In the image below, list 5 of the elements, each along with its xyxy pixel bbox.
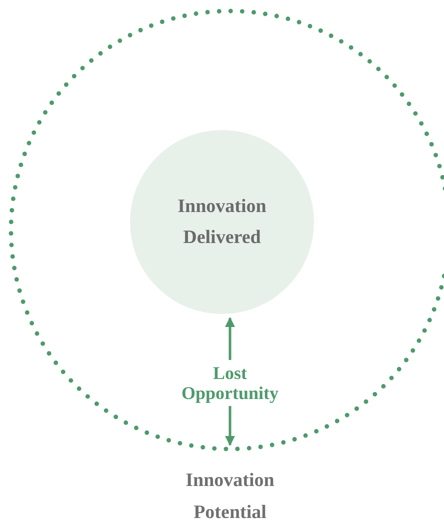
circle-label: Innovation Delivered: [176, 195, 268, 250]
gap-label: Lost Opportunity: [180, 363, 280, 403]
arrow: [225, 317, 235, 360]
arrow: [225, 406, 235, 446]
circle-caption: Innovation Potential: [184, 469, 276, 525]
